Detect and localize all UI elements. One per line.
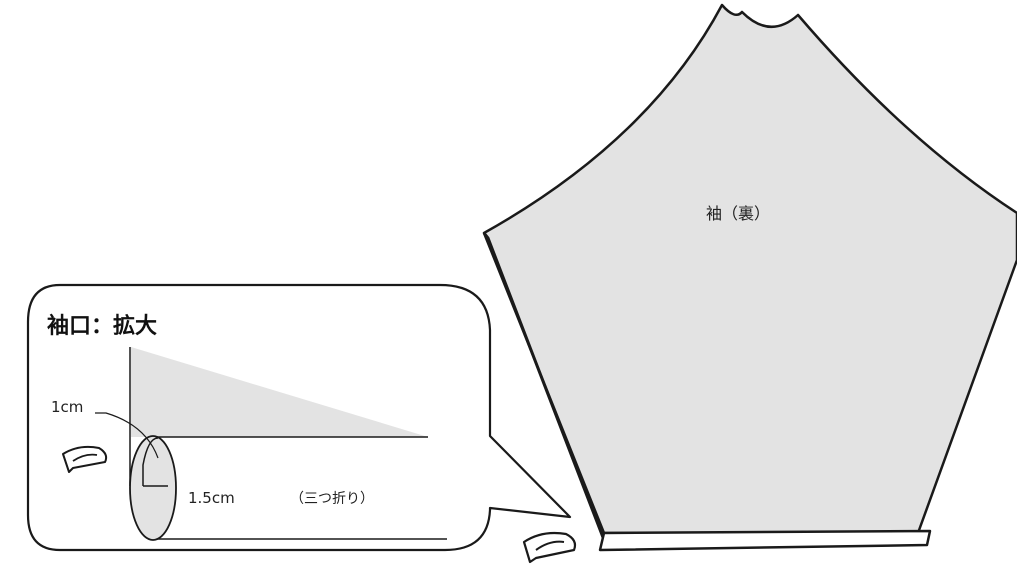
fold-width-label: 1cm [51, 398, 83, 416]
hem-inner-fold [142, 437, 159, 486]
iron-icon [62, 445, 108, 473]
hem-fold-ellipse [129, 435, 177, 541]
fabric-wedge [131, 347, 428, 437]
callout-title: 袖口：拡大 [47, 313, 157, 339]
sleeve-outline [482, 3, 1017, 535]
sleeve-hem-band [598, 529, 932, 552]
sleeve-piece: 袖（裏） [482, 3, 1017, 552]
fold-height-label: 1.5cm [188, 489, 235, 507]
iron-icon [522, 531, 577, 564]
sleeve-label: 袖（裏） [706, 204, 770, 223]
fold-type-label: （三つ折り） [290, 491, 374, 507]
leader-line-1cm [95, 412, 159, 459]
callout-box: 袖口：拡大 1cm 1.5cm （三つ折り） [26, 283, 572, 552]
sleeve-left-edge [482, 232, 606, 541]
